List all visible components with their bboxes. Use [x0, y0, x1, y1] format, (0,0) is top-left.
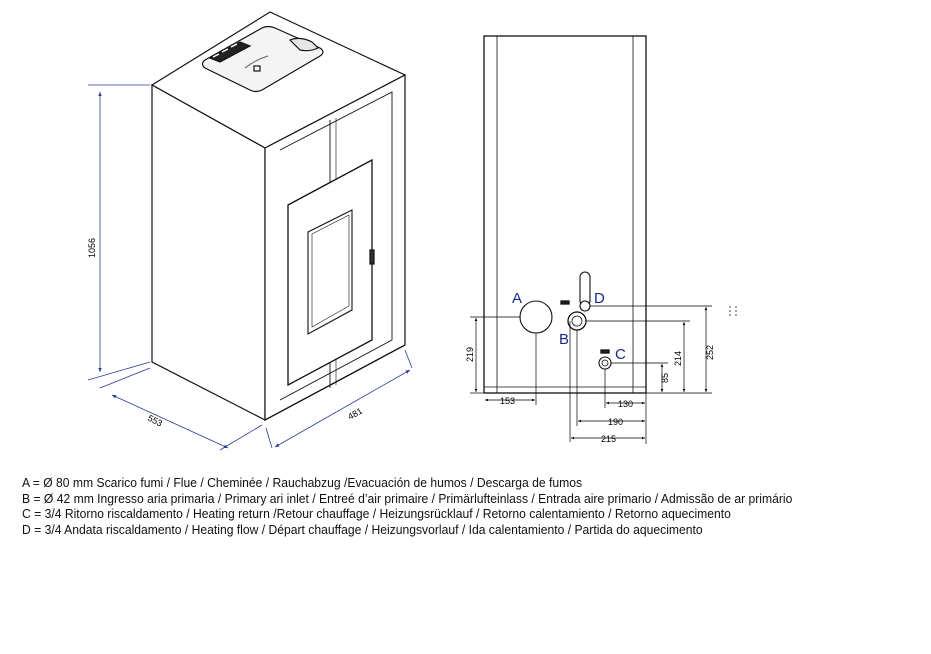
legend-item-b: B = Ø 42 mm Ingresso aria primaria / Pri…	[22, 490, 793, 506]
dim-215: 215	[601, 434, 616, 444]
label-c: C	[615, 346, 626, 363]
label-a: A	[512, 290, 522, 307]
legend-item-d: D = 3/4 Andata riscaldamento / Heating f…	[22, 521, 703, 537]
dim-553: 553	[146, 413, 164, 429]
dim-481: 481	[346, 406, 364, 422]
technical-drawing: 1056 553 481	[87, 11, 737, 451]
isometric-view	[150, 11, 407, 422]
legend-item-a: A = Ø 80 mm Scarico fumi / Flue / Chemin…	[22, 475, 583, 490]
connection-legend: A = Ø 80 mm Scarico fumi / Flue / Chemin…	[22, 475, 850, 538]
label-d: D	[594, 290, 605, 307]
iso-dimensions	[87, 84, 413, 451]
rear-dimensions	[470, 305, 737, 444]
dim-219: 219	[465, 347, 475, 362]
dim-85: 85	[660, 373, 670, 383]
rear-outline	[483, 35, 647, 394]
rear-view	[483, 35, 647, 394]
dim-252: 252	[705, 345, 715, 360]
dim-1056: 1056	[87, 238, 97, 258]
flue-outlet-a	[519, 300, 553, 334]
legend-item-c: C = 3/4 Ritorno riscaldamento / Heating …	[22, 506, 731, 521]
dim-153: 153	[500, 396, 515, 406]
heating-flow-d	[579, 300, 591, 312]
dim-190: 190	[608, 417, 623, 427]
label-b: B	[559, 331, 569, 348]
dim-214: 214	[673, 351, 683, 366]
dim-130: 130	[618, 399, 633, 409]
